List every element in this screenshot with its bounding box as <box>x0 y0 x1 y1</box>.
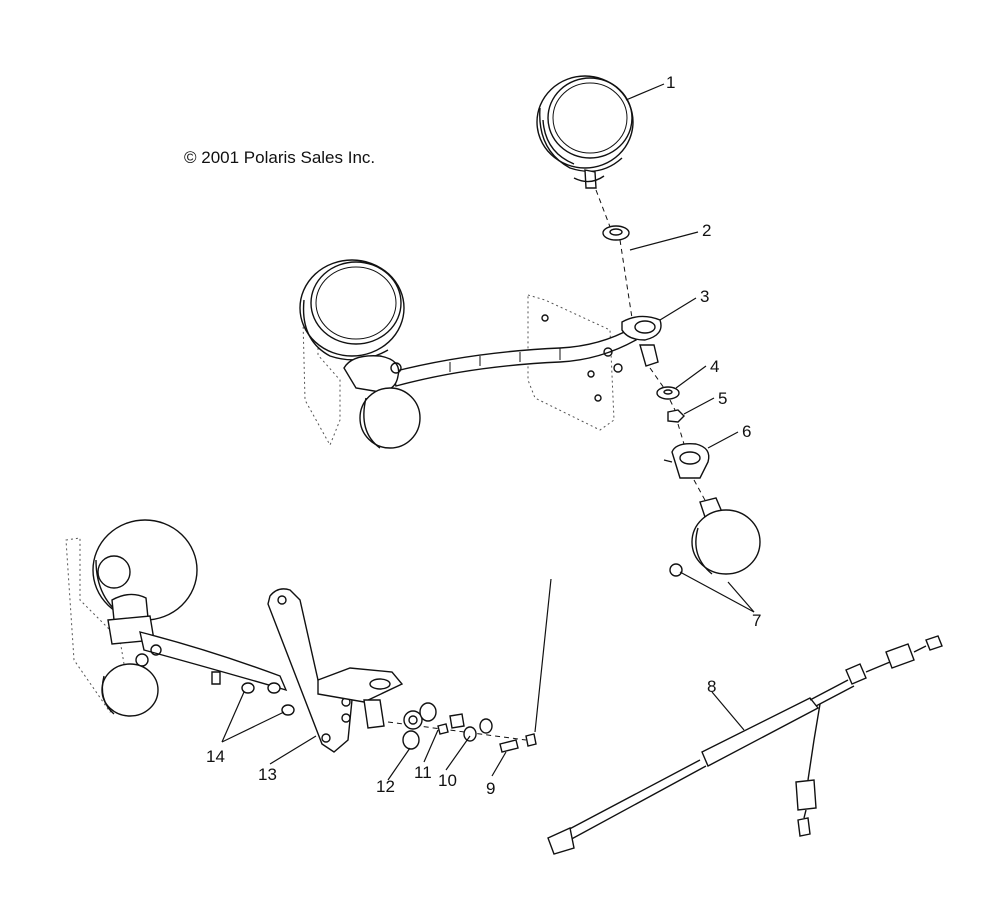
nut-part-5 <box>667 409 685 423</box>
callout-2: 2 <box>702 221 711 240</box>
callout-11: 11 <box>414 763 432 782</box>
callout-6: 6 <box>742 422 751 441</box>
callout-10: 10 <box>438 771 457 790</box>
callout-7: 7 <box>752 611 761 630</box>
spacer-part-11 <box>437 713 465 735</box>
headlight-part-1 <box>536 75 634 189</box>
washer-part-2 <box>602 225 630 241</box>
light-bar-assembly <box>299 259 662 449</box>
callout-3: 3 <box>700 287 709 306</box>
wire-harness-part-8 <box>547 635 943 855</box>
copyright-notice: © 2001 Polaris Sales Inc. <box>184 148 376 167</box>
callout-12: 12 <box>376 777 395 796</box>
callout-13: 13 <box>258 765 277 784</box>
lamp-mount-part-6 <box>663 442 710 479</box>
callout-1: 1 <box>666 73 675 92</box>
leader-lines <box>221 83 755 781</box>
callout-4: 4 <box>710 357 719 376</box>
bolt-part-9 <box>499 733 537 753</box>
lower-light-assembly <box>65 519 404 753</box>
callout-5: 5 <box>718 389 727 408</box>
callout-9: 9 <box>486 779 495 798</box>
grommet-part-12 <box>402 702 437 750</box>
washer-part-4 <box>656 386 680 400</box>
callout-8: 8 <box>707 677 716 696</box>
lamp-part-7 <box>669 497 761 577</box>
washer-part-10 <box>463 718 493 742</box>
callout-14: 14 <box>206 747 225 766</box>
